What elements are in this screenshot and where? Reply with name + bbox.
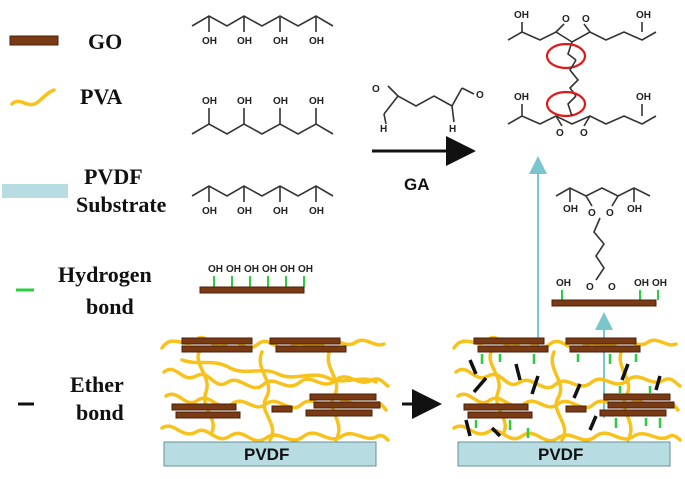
- go-sheet: [309, 393, 377, 401]
- oh-label: OH: [208, 264, 223, 275]
- go-sheet: [269, 337, 341, 345]
- legend-pva-swatch: [10, 88, 56, 107]
- oh-label: OH: [636, 92, 651, 103]
- go-sheet: [565, 337, 637, 345]
- oh-label: OH: [563, 204, 578, 215]
- oh-label: OH: [309, 96, 324, 107]
- legend-ether-label-2: bond: [76, 400, 124, 425]
- legend-hydrogen-label-1: Hydrogen: [58, 262, 152, 287]
- legend-ether-label-1: Ether: [70, 372, 124, 397]
- oh-label: OH: [556, 278, 571, 289]
- o-label: O: [580, 128, 588, 139]
- oh-label: OH: [627, 204, 642, 215]
- go-sheet: [181, 345, 253, 353]
- go-sheet: [199, 286, 305, 294]
- oh-label: OH: [202, 96, 217, 107]
- oh-label: OH: [634, 278, 649, 289]
- oh-label: OH: [262, 264, 277, 275]
- oh-label: OH: [273, 36, 288, 47]
- oh-label: OH: [309, 206, 324, 217]
- o-label: O: [582, 14, 590, 25]
- go-sheet: [551, 299, 657, 307]
- oh-label: OH: [202, 206, 217, 217]
- oh-label: OH: [244, 264, 259, 275]
- oh-label: OH: [202, 36, 217, 47]
- go-sheet: [175, 411, 241, 419]
- ether-bonds: [464, 359, 662, 438]
- oh-label: OH: [273, 96, 288, 107]
- oh-label: OH: [237, 96, 252, 107]
- o-label: O: [588, 208, 596, 219]
- oh-label: OH: [237, 206, 252, 217]
- go-sheet: [599, 409, 667, 417]
- hydrogen-bonds: [474, 354, 662, 438]
- o-label: O: [372, 84, 380, 95]
- oh-label: OH: [514, 10, 529, 21]
- pva-chain-2: OH OH OH OH: [191, 96, 334, 135]
- membrane-before: PVDF: [160, 335, 390, 467]
- o-label: O: [608, 282, 616, 293]
- highlight-circle-top: [545, 42, 587, 70]
- pva-network: [160, 335, 390, 443]
- go-sheet: [607, 401, 675, 409]
- go-sheet: [271, 405, 293, 413]
- o-label: O: [556, 128, 564, 139]
- legend-pva-label: PVA: [80, 84, 122, 109]
- oh-label: OH: [636, 10, 651, 21]
- go-sheet: [473, 337, 545, 345]
- crosslinked-product: OH OH O O O O OH OH: [507, 10, 657, 139]
- h-label: H: [449, 124, 456, 135]
- legend-pvdf-label-1: PVDF: [84, 164, 143, 189]
- go-sheet-with-oh: OH OH OH OH OH OH: [199, 264, 313, 294]
- oh-label: OH: [280, 264, 295, 275]
- oh-label: OH: [298, 264, 313, 275]
- membrane-after: PVDF: [452, 335, 682, 467]
- ga-label: GA: [404, 175, 430, 194]
- legend: GO PVA PVDF Substrate Hydrogen bond Ethe…: [2, 29, 167, 425]
- go-sheet: [467, 411, 533, 419]
- oh-label: OH: [273, 206, 288, 217]
- legend-hydrogen-label-2: bond: [86, 294, 134, 319]
- oh-label: OH: [226, 264, 241, 275]
- go-sheet: [569, 345, 641, 353]
- pvdf-substrate-label: PVDF: [244, 445, 289, 464]
- o-label: O: [586, 282, 594, 293]
- o-label: O: [476, 90, 484, 101]
- legend-pvdf-swatch: [2, 184, 68, 198]
- go-sheet: [171, 403, 237, 411]
- go-sheet: [603, 393, 671, 401]
- pva-chain-3: OH OH OH OH: [191, 185, 334, 217]
- ga-linked-go: OH OH O O O O OH OH OH: [551, 187, 667, 307]
- oh-label: OH: [237, 36, 252, 47]
- glutaraldehyde: O H O H: [372, 84, 484, 135]
- highlight-circle-bottom: [545, 90, 587, 118]
- go-sheet: [463, 403, 529, 411]
- legend-go-label: GO: [88, 29, 122, 54]
- go-sheet: [477, 345, 549, 353]
- go-sheet: [181, 337, 253, 345]
- o-label: O: [562, 14, 570, 25]
- h-label: H: [380, 124, 387, 135]
- legend-go-swatch: [9, 35, 59, 46]
- go-sheet: [313, 401, 381, 409]
- pva-chain-1: OH OH OH OH: [191, 15, 334, 47]
- o-label: O: [606, 208, 614, 219]
- legend-pvdf-label-2: Substrate: [76, 192, 167, 217]
- go-sheet: [565, 405, 587, 413]
- oh-label: OH: [514, 92, 529, 103]
- go-sheet: [275, 345, 347, 353]
- go-sheet: [305, 409, 373, 417]
- oh-label: OH: [309, 36, 324, 47]
- pvdf-substrate: [457, 441, 671, 467]
- pvdf-substrate-label: PVDF: [538, 445, 583, 464]
- oh-label: OH: [652, 278, 667, 289]
- pvdf-substrate: [163, 441, 377, 467]
